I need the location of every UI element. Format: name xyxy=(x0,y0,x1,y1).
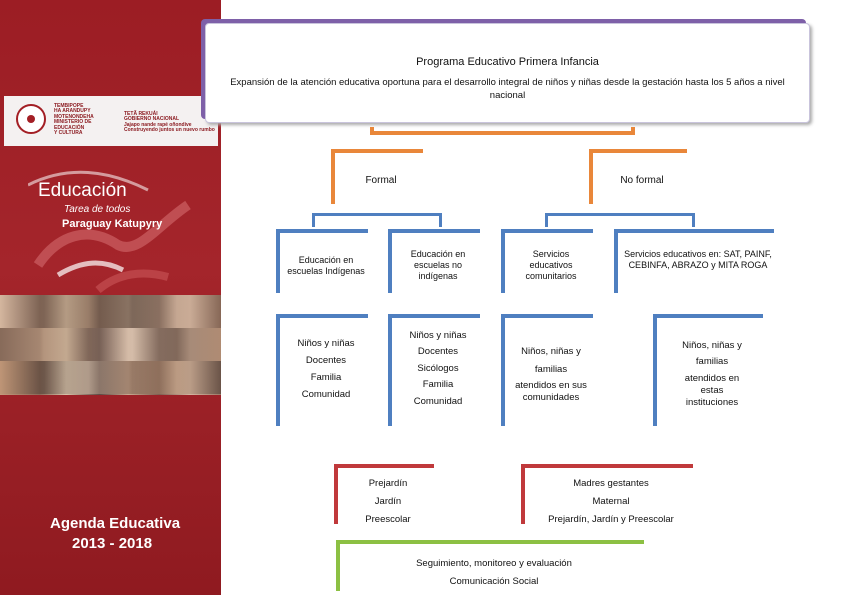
detail-item: Comunidad xyxy=(301,389,351,400)
details-servicios: Niños, niñas y familias atendidos en est… xyxy=(657,318,767,430)
detail-item: atendidos en xyxy=(684,373,740,384)
detail-item: Docentes xyxy=(417,346,459,357)
category-servicios: Servicios educativos en: SAT, PAINF, CEB… xyxy=(618,233,778,297)
connector xyxy=(631,127,635,135)
details-no-indigena: Niños y niñas Docentes Sicólogos Familia… xyxy=(392,318,484,430)
ministry-logo-text: TEMBIPOPE HA ARANDUPY MOTENONDEHA MINIST… xyxy=(54,103,94,137)
branch-no-formal-label: No formal xyxy=(620,175,664,186)
paraguay-seal-icon xyxy=(16,104,46,134)
level-item: Prejardín xyxy=(368,478,408,489)
category-indigena-label: Educación en escuelas Indígenas xyxy=(287,255,365,276)
connector xyxy=(312,213,315,227)
detail-item: familias xyxy=(695,356,729,367)
category-servicios-label: Servicios educativos en: SAT, PAINF, CEB… xyxy=(624,249,772,270)
connector xyxy=(692,213,695,227)
connector xyxy=(312,213,442,216)
category-indigena: Educación en escuelas Indígenas xyxy=(280,233,372,297)
books-swoosh-icon xyxy=(28,170,191,294)
detail-item: estas xyxy=(700,385,724,396)
category-no-indigena: Educación en escuelas no indígenas xyxy=(392,233,484,297)
detail-item: Niños, niñas y xyxy=(521,346,581,357)
program-title: Programa Educativo Primera Infancia xyxy=(416,56,599,68)
branch-no-formal: No formal xyxy=(593,153,691,208)
levels-no-formal: Madres gestantes Maternal Prejardín, Jar… xyxy=(525,468,697,528)
levels-formal: Prejardín Jardín Preescolar xyxy=(338,468,438,528)
detail-item: Sicólogos xyxy=(417,363,459,374)
detail-item: Docentes xyxy=(305,355,347,366)
communication-label: Comunicación Social xyxy=(449,576,539,587)
detail-item: Niños, niñas y xyxy=(682,340,742,351)
program-subtitle: Expansión de la atención educativa oport… xyxy=(230,77,785,101)
detail-item: instituciones xyxy=(685,397,739,408)
category-comunitarios: Servicios educativos comunitarios xyxy=(505,233,597,297)
brand-title: Educación xyxy=(38,180,127,201)
agenda-title: Agenda Educativa xyxy=(50,515,181,532)
detail-item: atendidos en sus comunidades xyxy=(515,380,587,403)
program-title-box: Programa Educativo Primera Infancia Expa… xyxy=(205,23,810,123)
level-item: Prejardín, Jardín y Preescolar xyxy=(548,514,674,525)
connector xyxy=(370,131,635,135)
agenda-years: 2013 - 2018 xyxy=(72,535,153,552)
monitoring-label: Seguimiento, monitoreo y evaluación xyxy=(416,558,572,569)
brand-tagline: Tarea de todos xyxy=(64,204,131,215)
details-indigena: Niños y niñas Docentes Familia Comunidad xyxy=(280,318,372,430)
level-item: Madres gestantes xyxy=(573,478,649,489)
children-photo-collage xyxy=(0,295,221,395)
level-item: Preescolar xyxy=(365,514,411,525)
details-comunitarios: Niños, niñas y familias atendidos en sus… xyxy=(505,318,597,430)
detail-item: familias xyxy=(534,364,568,375)
level-item: Maternal xyxy=(592,496,630,507)
government-logos: TEMBIPOPE HA ARANDUPY MOTENONDEHA MINIST… xyxy=(4,96,218,146)
category-no-indigena-label: Educación en escuelas no indígenas xyxy=(410,249,466,281)
detail-item: Familia xyxy=(422,379,454,390)
detail-item: Comunidad xyxy=(413,396,463,407)
connector xyxy=(545,213,695,216)
branch-formal-label: Formal xyxy=(365,175,397,186)
level-item: Jardín xyxy=(374,496,402,507)
detail-item: Niños y niñas xyxy=(409,330,467,341)
category-comunitarios-label: Servicios educativos comunitarios xyxy=(525,249,577,281)
detail-item: Niños y niñas xyxy=(297,338,355,349)
sidebar: TEMBIPOPE HA ARANDUPY MOTENONDEHA MINIST… xyxy=(0,0,221,595)
connector xyxy=(545,213,548,227)
monitoring-box: Seguimiento, monitoreo y evaluación Comu… xyxy=(340,544,648,595)
brand-tagline-2: Paraguay Katupyry xyxy=(62,218,163,230)
connector xyxy=(439,213,442,227)
detail-item: Familia xyxy=(310,372,342,383)
government-logo-text: TETÃ REKUÁI GOBIERNO NACIONAL Jajapo nan… xyxy=(124,111,215,134)
branch-formal: Formal xyxy=(335,153,427,208)
